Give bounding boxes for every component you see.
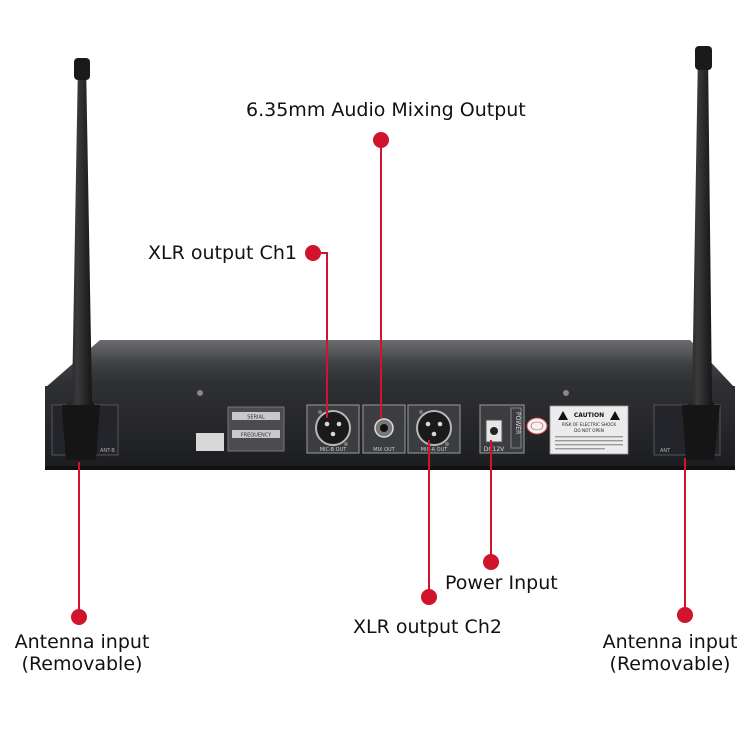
callout-antenna-left: Antenna input (Removable): [12, 631, 152, 675]
callout-dot-icon: [677, 607, 693, 623]
caution-line-1: RISK OF ELECTRIC SHOCK: [562, 422, 616, 427]
power-label: POWER: [514, 412, 521, 434]
mix-out-label: MIX OUT: [373, 447, 395, 453]
dc-label: DC12V: [484, 446, 505, 453]
callout-mix-out: 6.35mm Audio Mixing Output: [246, 99, 526, 121]
xlr-connector-icon: [315, 410, 351, 446]
warranty-sticker: [526, 417, 548, 435]
xlr-connector-icon: [416, 410, 452, 446]
chassis-top: [45, 340, 735, 388]
warning-triangle-icon: [558, 411, 568, 420]
callout-antenna-right-line2: (Removable): [609, 653, 731, 675]
callout-xlr-ch2: XLR output Ch2: [353, 616, 502, 638]
callout-antenna-left-line1: Antenna input: [14, 631, 150, 653]
callout-dot-icon: [421, 589, 437, 605]
frequency-label: FREQUENCY: [241, 433, 272, 439]
antenna-left: [62, 62, 96, 460]
callout-xlr-ch1: XLR output Ch1: [148, 242, 297, 264]
antenna-left-label: ANT-B: [100, 448, 115, 454]
callout-power-input: Power Input: [445, 572, 558, 594]
serial-label: SERIAL: [247, 415, 265, 421]
screw-icon: [197, 390, 203, 396]
callout-dot-icon: [71, 609, 87, 625]
callout-antenna-right-line1: Antenna input: [602, 631, 738, 653]
caution-title: CAUTION: [574, 412, 604, 419]
screw-icon: [563, 390, 569, 396]
callout-dot-icon: [305, 245, 321, 261]
mic-a-out-label: MIC-A OUT: [421, 447, 449, 453]
callout-antenna-left-line2: (Removable): [21, 653, 143, 675]
callout-dot-icon: [373, 132, 389, 148]
antenna-right: [682, 52, 716, 460]
mic-b-out-label: MIC-B OUT: [320, 447, 348, 453]
callout-dot-icon: [483, 554, 499, 570]
callout-antenna-right: Antenna input (Removable): [598, 631, 742, 675]
caution-line-2: DO NOT OPEN: [574, 428, 604, 433]
antenna-right-label: ANT: [660, 448, 671, 454]
